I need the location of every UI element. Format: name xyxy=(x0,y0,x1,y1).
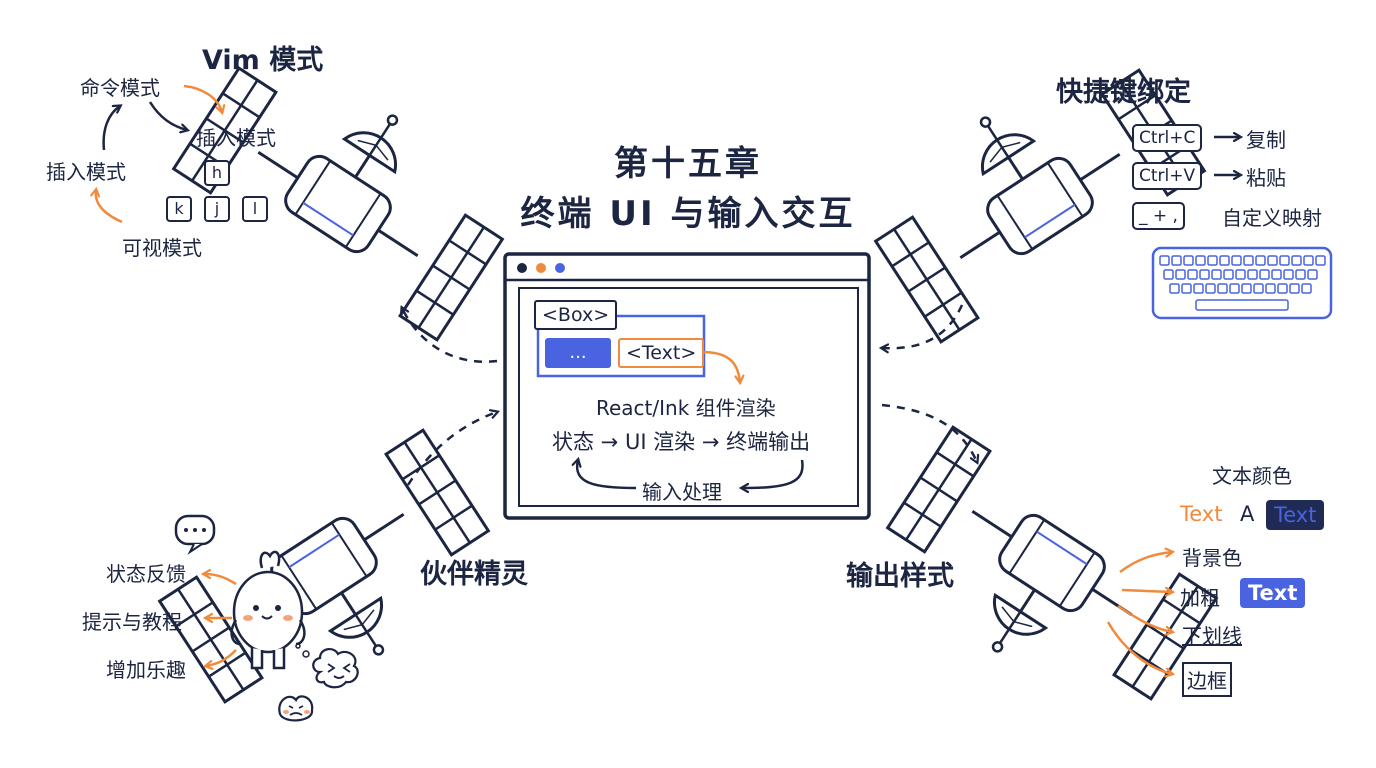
text-color-label: 文本颜色 xyxy=(1212,464,1292,488)
text-tag: <Text> xyxy=(618,338,705,368)
bold-text-sample: Text xyxy=(1240,578,1306,608)
bg-color-arrow xyxy=(1119,552,1172,574)
border-label: 边框 xyxy=(1182,662,1232,697)
insert-mode-label-right: 插入模式 xyxy=(196,126,276,150)
dots-block xyxy=(545,338,611,368)
fun-arrow xyxy=(206,649,237,666)
ctrl-v-key: Ctrl+V xyxy=(1132,162,1203,190)
command-mode-label: 命令模式 xyxy=(80,76,160,100)
custom-key-combo: _ + , xyxy=(1132,202,1185,230)
key-h: h xyxy=(204,160,230,186)
keyboard-icon xyxy=(1151,246,1333,320)
copy-label: 复制 xyxy=(1246,128,1286,152)
insert-to-command-arrow xyxy=(102,106,120,151)
paste-label: 粘贴 xyxy=(1246,166,1286,190)
key-l: l xyxy=(242,196,268,222)
status-feedback-arrow xyxy=(204,574,237,586)
key-k: k xyxy=(166,196,192,222)
visual-mode-label: 可视模式 xyxy=(122,236,202,260)
sprite-character xyxy=(230,550,306,670)
command-to-insert-arrow xyxy=(148,101,187,130)
tips-tutorial-label: 提示与教程 xyxy=(82,610,182,634)
speech-bubble-icon xyxy=(174,514,216,555)
sad-blob-icon xyxy=(278,695,314,722)
connector-to-output xyxy=(881,403,977,462)
companion-heading: 伙伴精灵 xyxy=(420,559,528,590)
output-heading: 输出样式 xyxy=(846,561,954,592)
render-label: React/Ink 组件渲染 xyxy=(596,396,776,420)
text-to-render-arrow xyxy=(701,350,740,382)
underline-arrow xyxy=(1117,604,1172,632)
underline-label: 下划线 xyxy=(1182,624,1242,648)
visual-to-insert-arrow xyxy=(96,190,123,224)
shortcuts-heading: 快捷键绑定 xyxy=(1056,77,1191,108)
connector-to-shortcuts xyxy=(882,304,964,348)
status-feedback-label: 状态反馈 xyxy=(106,562,186,586)
vim-heading: Vim 模式 xyxy=(202,45,324,76)
flow-label: 状态 → UI 渲染 → 终端输出 xyxy=(552,430,811,454)
custom-mapping-label: 自定义映射 xyxy=(1222,206,1322,230)
orange-text-sample: Text xyxy=(1180,502,1223,526)
input-handling-label: 输入处理 xyxy=(642,480,722,504)
box-tag: <Box> xyxy=(534,300,618,330)
background-color-label: 背景色 xyxy=(1182,546,1242,570)
add-fun-label: 增加乐趣 xyxy=(106,658,186,682)
bold-label: 加粗 xyxy=(1180,586,1220,610)
inverse-text-sample: Text xyxy=(1266,500,1325,530)
chapter-title: 终端 UI 与输入交互 xyxy=(520,194,856,234)
dots-label: ... xyxy=(569,342,587,363)
key-j: j xyxy=(204,196,230,222)
output-to-input-arrow xyxy=(742,459,804,488)
chapter-number: 第十五章 xyxy=(614,144,762,184)
border-arrow xyxy=(1106,621,1172,674)
insert-mode-label-left: 插入模式 xyxy=(46,160,126,184)
laughing-cloud-icon xyxy=(295,643,359,689)
input-to-state-arrow xyxy=(577,460,637,490)
bold-arrow xyxy=(1121,590,1172,592)
command-to-insert-arrow-orange xyxy=(183,84,222,112)
ctrl-c-key: Ctrl+C xyxy=(1132,124,1203,152)
letter-a-sample: A xyxy=(1240,502,1255,526)
